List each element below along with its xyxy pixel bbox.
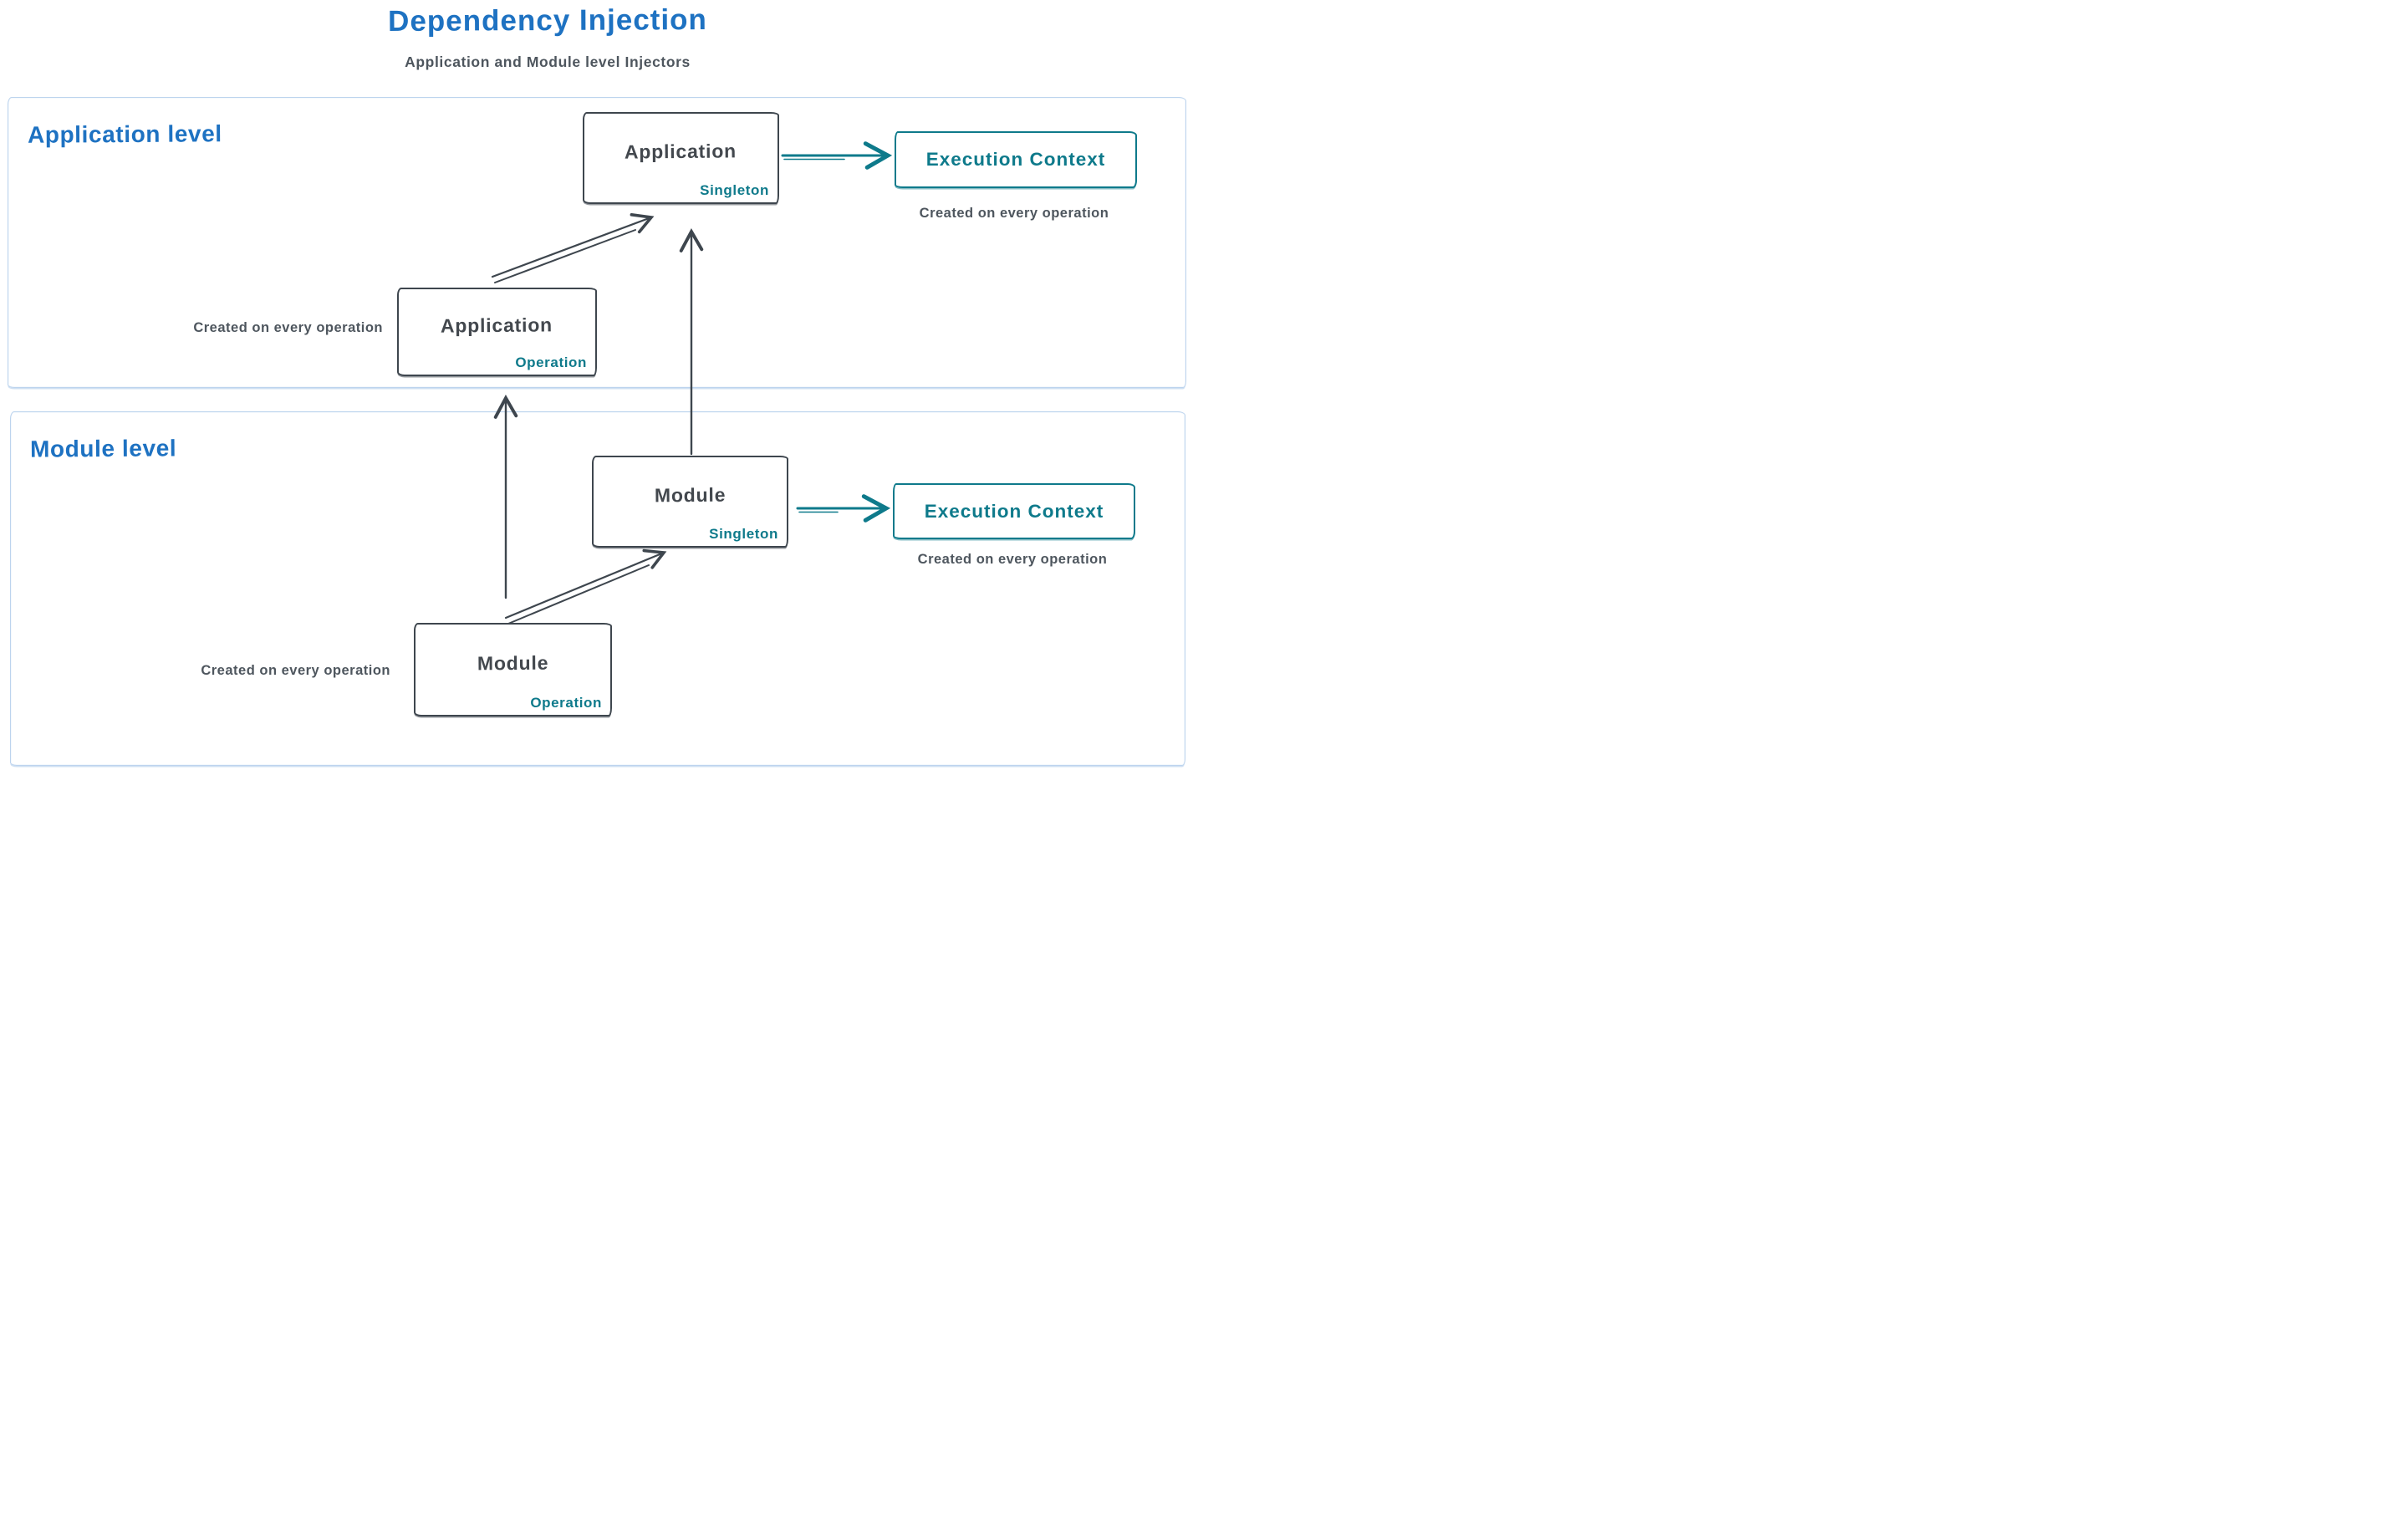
application-operation-node: Application Operation — [397, 288, 597, 376]
application-operation-badge: Operation — [515, 354, 587, 370]
application-singleton-title: Application — [625, 139, 737, 163]
application-execution-context-node: Execution Context — [895, 131, 1137, 188]
page-subtitle: Application and Module level Injectors — [405, 54, 691, 70]
module-execution-context-title: Execution Context — [924, 500, 1104, 522]
application-execution-context-caption: Created on every operation — [919, 206, 1109, 221]
module-singleton-node: Module Singleton — [592, 456, 788, 548]
page-title: Dependency Injection — [388, 3, 707, 38]
application-singleton-node: Application Singleton — [583, 112, 779, 204]
module-execution-context-node: Execution Context — [893, 483, 1135, 539]
module-level-frame: Module level — [10, 411, 1185, 766]
module-operation-badge: Operation — [530, 695, 602, 711]
module-operation-title: Module — [477, 651, 549, 674]
application-singleton-badge: Singleton — [700, 182, 769, 198]
module-singleton-badge: Singleton — [709, 526, 778, 542]
application-level-label: Application level — [27, 120, 222, 148]
application-operation-title: Application — [441, 313, 553, 337]
application-operation-caption: Created on every operation — [193, 320, 383, 335]
diagram-canvas: Dependency Injection Application and Mod… — [0, 0, 1193, 770]
module-execution-context-caption: Created on every operation — [917, 552, 1108, 567]
module-operation-node: Module Operation — [414, 623, 612, 716]
application-execution-context-title: Execution Context — [925, 149, 1106, 170]
module-level-label: Module level — [29, 435, 177, 462]
application-level-frame: Application level — [8, 97, 1186, 388]
module-singleton-title: Module — [654, 483, 727, 506]
module-operation-caption: Created on every operation — [201, 663, 390, 678]
